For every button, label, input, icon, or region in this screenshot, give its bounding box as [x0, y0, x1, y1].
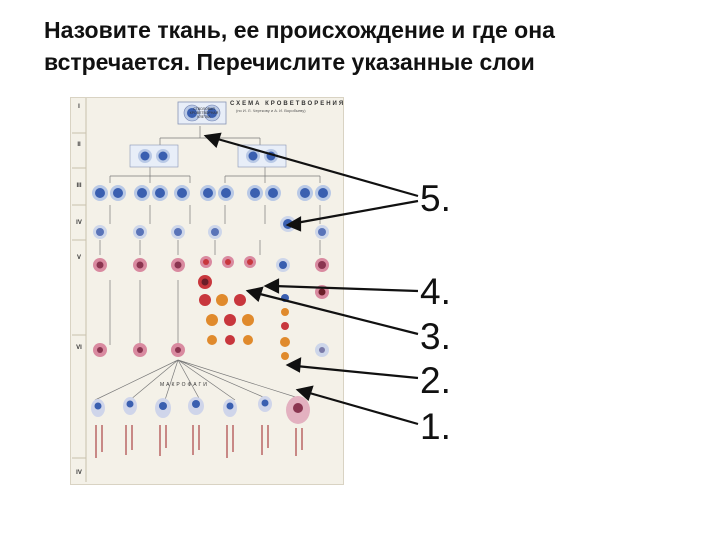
stem-cell-box — [177, 101, 227, 125]
arrow-head-2-icon — [285, 357, 302, 373]
macrophage-row — [91, 396, 310, 424]
arrow-head-5a-icon — [203, 132, 222, 149]
scheme-header: СХЕМА КРОВЕТВОРЕНИЯ — [230, 101, 346, 107]
class-tick-5: V — [76, 255, 81, 261]
scheme-connectors — [94, 126, 321, 401]
title-line-2: встречается. Перечислите указанные слои — [44, 49, 535, 75]
macrophage-caption: МАКРОФАГИ — [160, 382, 209, 388]
class-tick-2: II — [77, 142, 81, 148]
class-tick-4: IV — [76, 220, 82, 226]
row-3-cells — [92, 185, 331, 201]
row-6-cells — [93, 343, 185, 357]
arrow-head-5b-icon — [285, 216, 302, 232]
title-line-1: Назовите ткань, ее происхождение и где о… — [44, 17, 555, 43]
arrow-head-1-icon — [295, 385, 314, 401]
class-tick-7: IV — [76, 470, 82, 476]
label-3: 3. — [420, 316, 451, 357]
label-4: 4. — [420, 271, 451, 312]
arrow-head-4-icon — [263, 278, 280, 294]
stem-cell-caption: СТВОЛОВАЯ КРОВЕТВОРНАЯ КЛЕТКА — [189, 107, 219, 119]
label-5: 5. — [420, 178, 451, 219]
arrow-head-3-icon — [245, 286, 264, 302]
maturation-column — [199, 294, 329, 360]
slide-title: Назовите ткань, ее происхождение и где о… — [44, 14, 694, 78]
annotation-arrows — [203, 132, 419, 426]
label-2: 2. — [420, 360, 451, 401]
macrophage-captions — [95, 425, 303, 458]
class-tick-6: VI — [76, 345, 82, 351]
scheme-subheader: (по И. Л. Чертковy и А. И. Воробьеву) — [236, 108, 306, 113]
class-ruler — [72, 98, 87, 482]
label-1: 1. — [420, 406, 451, 447]
row-4-blasts — [93, 216, 329, 239]
class-tick-1: I — [78, 104, 80, 110]
row-2-cells — [129, 144, 287, 168]
class-tick-3: III — [76, 183, 82, 189]
row-5-cells — [93, 256, 329, 299]
